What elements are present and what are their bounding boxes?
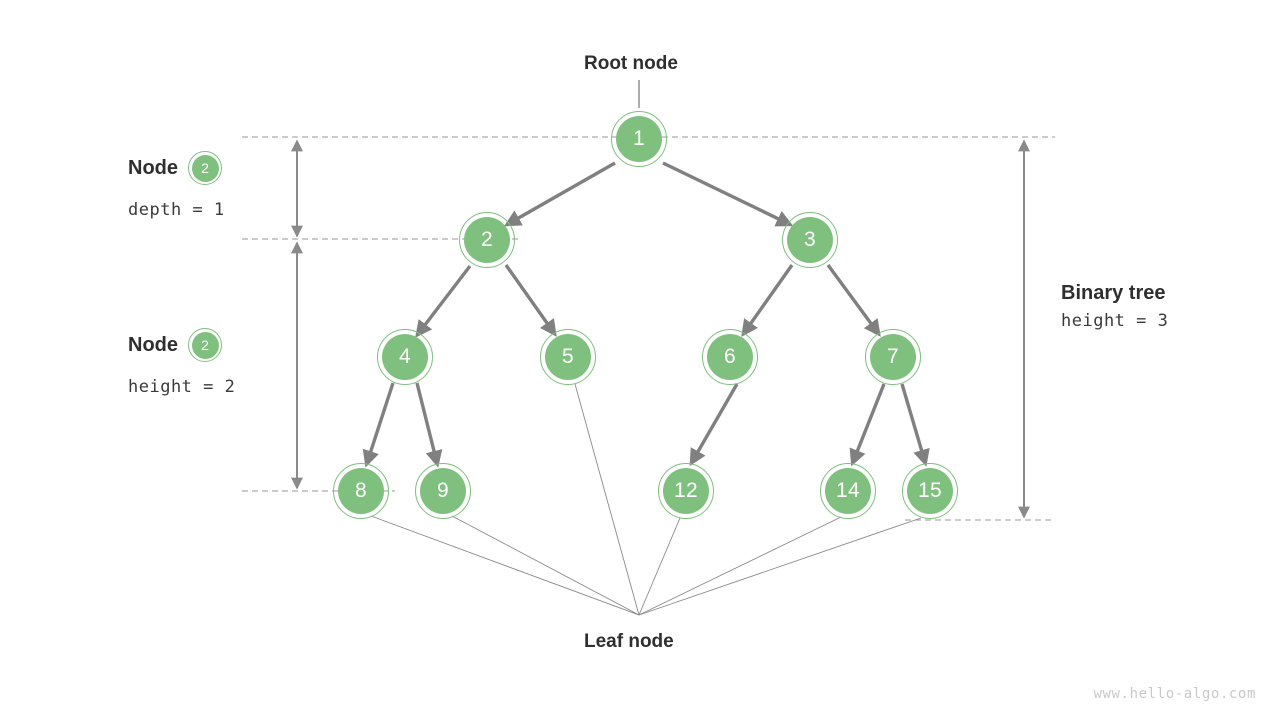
annotation-binary-tree-height: Binary tree height = 3 — [1061, 282, 1168, 331]
tree-node-label: 5 — [545, 334, 591, 380]
edge-3-7 — [826, 263, 881, 337]
root-node-label: Root node — [584, 53, 678, 74]
tree-node-label: 6 — [707, 334, 753, 380]
annotation-height-node-badge: 2 — [188, 328, 222, 362]
edge-3-6 — [741, 264, 794, 337]
edge-6-12 — [689, 383, 739, 467]
tree-node-label: 1 — [616, 116, 662, 162]
edge-2-5 — [504, 264, 557, 337]
leaf-callout-lines — [370, 383, 922, 616]
tree-edges — [362, 161, 930, 468]
leaf-line-15 — [638, 517, 922, 616]
annotation-height-detail: height = 2 — [128, 377, 236, 397]
tree-node[interactable]: 7 — [865, 329, 921, 385]
annotation-depth-badge-label: 2 — [191, 154, 219, 182]
leaf-line-14 — [638, 516, 842, 616]
tree-node-label: 9 — [420, 468, 466, 514]
tree-node[interactable]: 3 — [782, 212, 838, 268]
annotation-node-depth: Node 2 depth = 1 — [128, 150, 225, 220]
leaf-line-8 — [370, 515, 640, 616]
tree-node[interactable]: 14 — [820, 463, 876, 519]
annotation-height-badge-label: 2 — [191, 331, 219, 359]
edge-7-14 — [849, 383, 886, 467]
tree-node-label: 14 — [825, 468, 871, 514]
tree-node[interactable]: 2 — [459, 212, 515, 268]
tree-node[interactable]: 5 — [540, 329, 596, 385]
annotation-depth-node-badge: 2 — [188, 151, 222, 185]
tree-node[interactable]: 8 — [333, 463, 389, 519]
tree-node-label: 4 — [382, 334, 428, 380]
leaf-line-5 — [574, 383, 640, 616]
tree-node[interactable]: 4 — [377, 329, 433, 385]
tree-node-label: 3 — [787, 217, 833, 263]
annotation-tree-title: Binary tree — [1061, 282, 1166, 304]
tree-node[interactable]: 6 — [702, 329, 758, 385]
annotation-tree-detail: height = 3 — [1061, 311, 1169, 331]
tree-node-label: 8 — [338, 468, 384, 514]
edge-4-9 — [415, 382, 443, 468]
tree-node-label: 7 — [870, 334, 916, 380]
edge-1-2 — [503, 161, 616, 227]
edge-7-15 — [900, 383, 930, 467]
tree-node[interactable]: 1 — [611, 111, 667, 167]
tree-node[interactable]: 9 — [415, 463, 471, 519]
annotation-height-title: Node — [128, 333, 178, 356]
tree-node-label: 12 — [663, 468, 709, 514]
annotation-depth-title: Node — [128, 156, 178, 179]
tree-node-label: 2 — [464, 217, 510, 263]
tree-node[interactable]: 15 — [902, 463, 958, 519]
leaf-node-label: Leaf node — [584, 631, 674, 652]
watermark: www.hello-algo.com — [1093, 686, 1256, 702]
edge-4-8 — [362, 382, 395, 468]
edge-2-4 — [415, 264, 472, 338]
annotation-depth-detail: depth = 1 — [128, 200, 225, 220]
edge-1-3 — [662, 161, 794, 227]
leaf-line-12 — [638, 517, 681, 616]
annotation-node-height: Node 2 height = 2 — [128, 327, 235, 397]
tree-node-label: 15 — [907, 468, 953, 514]
tree-node[interactable]: 12 — [658, 463, 714, 519]
leaf-line-9 — [451, 515, 640, 616]
